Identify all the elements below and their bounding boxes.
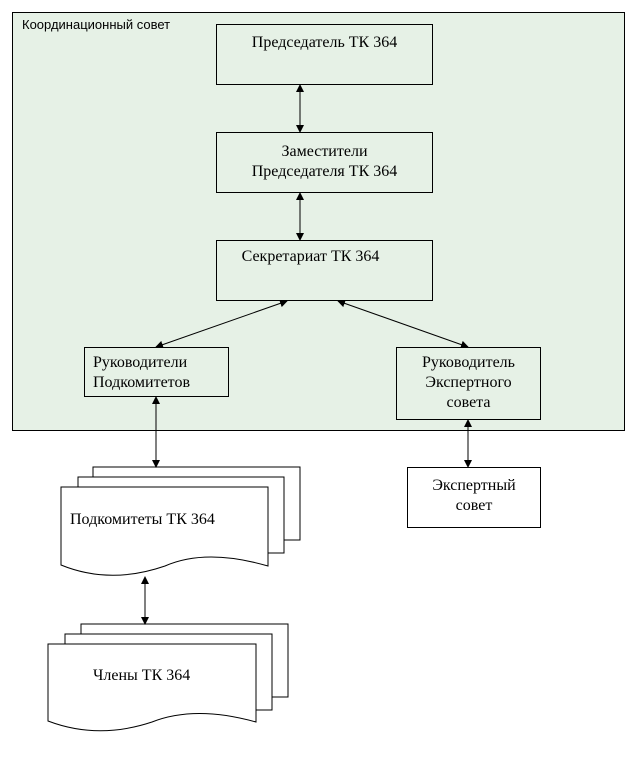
expert-head-box: Руководитель Экспертного совета bbox=[396, 347, 541, 420]
expert-council-box: Экспертный совет bbox=[407, 467, 541, 528]
coordination-council-label: Координационный совет bbox=[22, 17, 171, 32]
secretariat-label: Секретариат ТК 364 bbox=[241, 248, 380, 265]
subcommittees-document-stack bbox=[60, 466, 301, 576]
expert-head-line3: совета bbox=[446, 394, 491, 411]
members-document-stack bbox=[47, 623, 289, 732]
members-label: Члены ТК 364 bbox=[93, 667, 191, 684]
subcommittee-heads-line2: Подкомитетов bbox=[93, 374, 191, 391]
subcommittees-label: Подкомитеты ТК 364 bbox=[70, 511, 215, 528]
expert-council-line1: Экспертный bbox=[432, 477, 516, 494]
secretariat-box: Секретариат ТК 364 bbox=[216, 240, 433, 301]
arrow-secretariat-experthead bbox=[337, 299, 469, 349]
arrow-secretariat-subheads bbox=[155, 299, 288, 349]
deputies-label-line2: Председателя ТК 364 bbox=[251, 163, 398, 180]
subcommittee-heads-line1: Руководители bbox=[93, 354, 188, 371]
expert-council-line2: совет bbox=[455, 497, 493, 514]
deputies-box: Заместители Председателя ТК 364 bbox=[216, 132, 433, 193]
deputies-label-line1: Заместители bbox=[281, 143, 368, 160]
chairman-label: Председатель ТК 364 bbox=[251, 34, 398, 51]
chairman-box: Председатель ТК 364 bbox=[216, 24, 433, 85]
expert-head-line2: Экспертного bbox=[425, 374, 512, 391]
expert-head-line1: Руководитель bbox=[422, 354, 515, 371]
subcommittee-heads-box: Руководители Подкомитетов bbox=[84, 347, 229, 397]
